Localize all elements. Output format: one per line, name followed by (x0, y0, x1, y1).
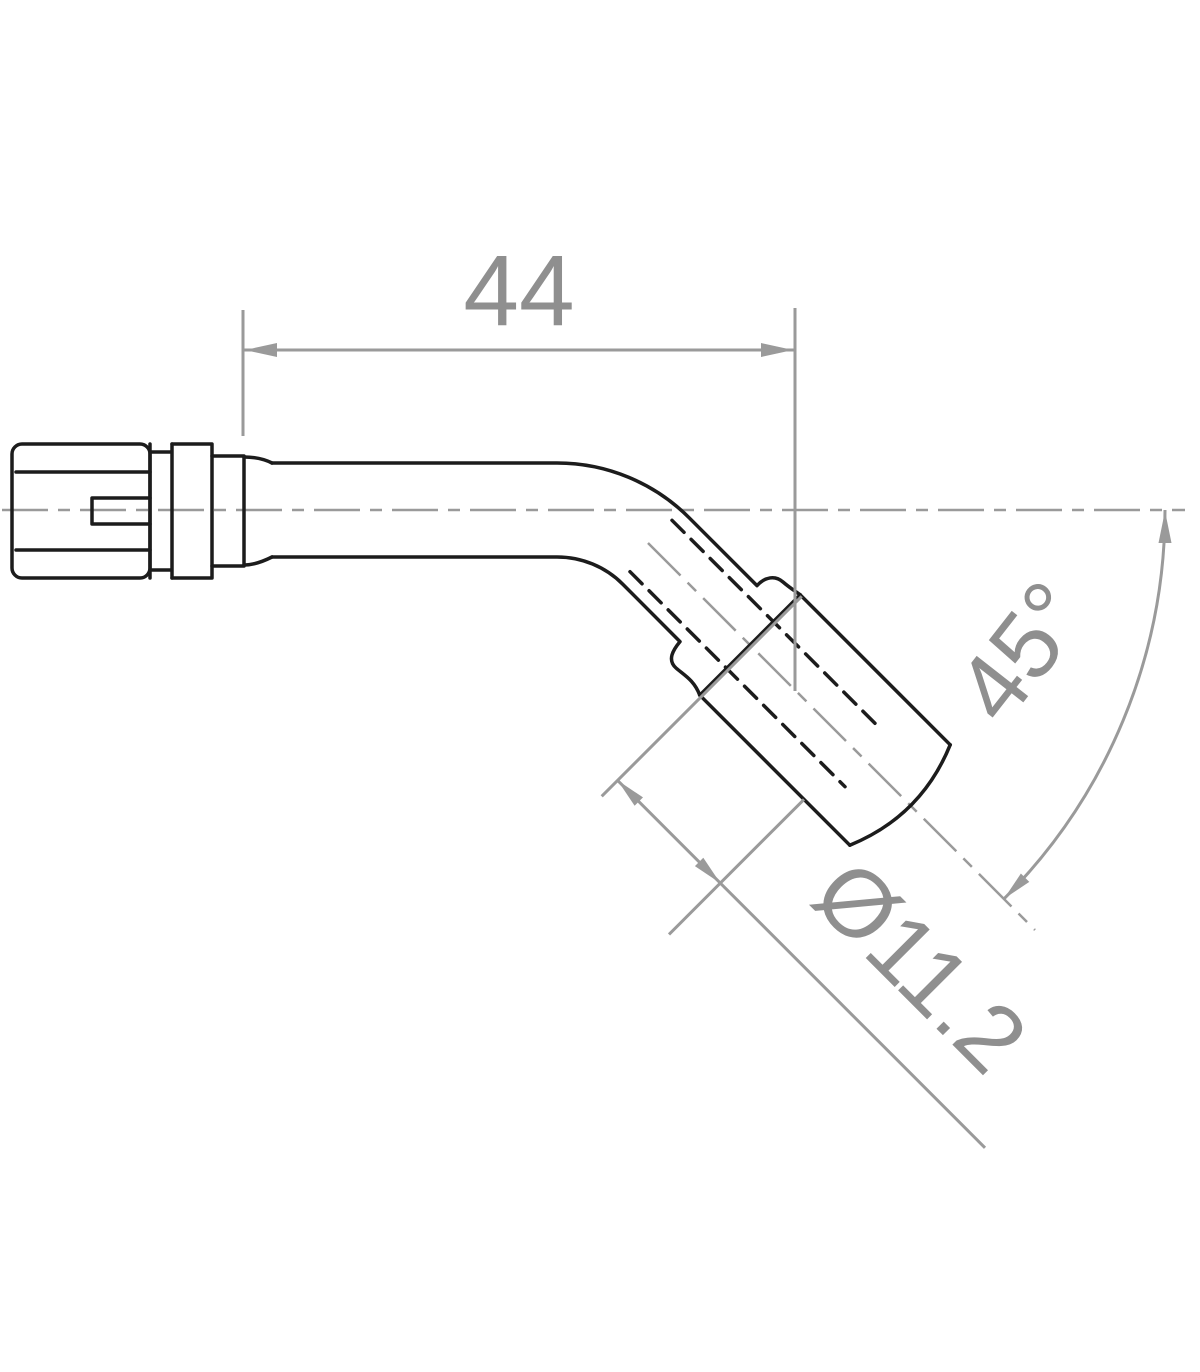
length-arrow-left (245, 343, 277, 357)
diameter-arrow-upper (617, 780, 643, 806)
dimension-length-44 (241, 308, 797, 691)
dimension-diameter-11-2 (600, 595, 987, 1149)
tube-outer-edge (270, 461, 802, 597)
collar-lower-edge (698, 693, 852, 847)
angle-arrow-bottom (1003, 873, 1030, 899)
angle-arrow-top (1158, 511, 1172, 543)
collar-end-cap (848, 743, 952, 847)
diameter-dimension-label: Ø11.2 (794, 841, 1047, 1094)
centerlines (2, 508, 1185, 931)
diameter-extension-line-lower (667, 798, 806, 936)
angle-dimension-label: 45° (936, 563, 1108, 741)
socket-bore (14, 470, 152, 552)
tube-inner-edge (270, 555, 702, 697)
diameter-dimension-line (616, 779, 987, 1149)
length-arrow-right (761, 343, 793, 357)
collar-start-face (698, 593, 802, 697)
dimension-angle-45 (1002, 509, 1172, 900)
fitting-outline (10, 442, 952, 847)
ring-collar (170, 442, 214, 580)
hidden-hose-line-lower (628, 569, 847, 789)
dimension-labels: 44 45° Ø11.2 (463, 235, 1108, 1093)
ferrule (242, 455, 274, 567)
hidden-hose-line-upper (670, 518, 882, 731)
angle-arc (1002, 509, 1167, 900)
collar-upper-edge (798, 593, 952, 747)
length-dimension-label: 44 (463, 235, 574, 347)
groove (148, 442, 174, 580)
diameter-extension-line-upper (600, 595, 803, 798)
ring-neck (210, 454, 246, 568)
angled-centerline (647, 542, 1036, 931)
diameter-arrow-lower (694, 857, 721, 884)
